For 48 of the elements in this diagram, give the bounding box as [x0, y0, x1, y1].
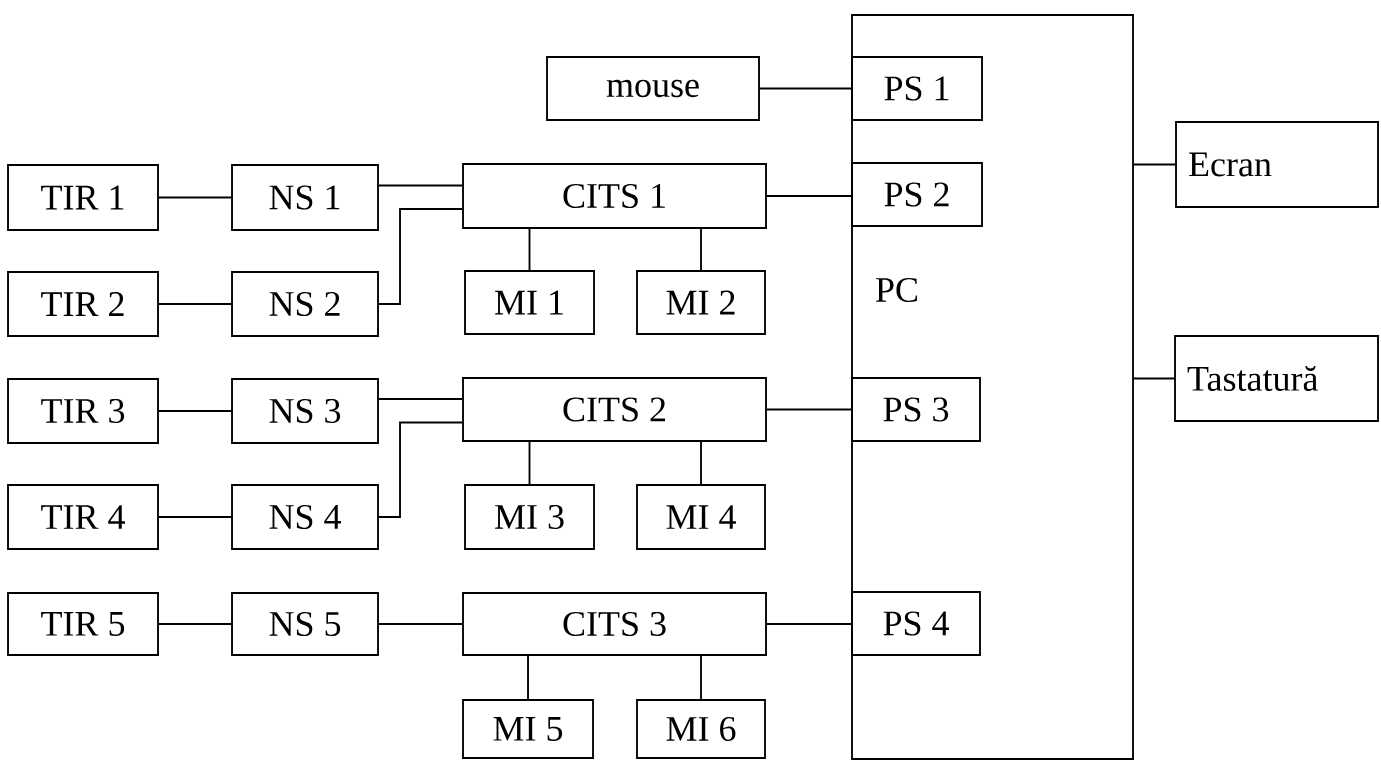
connector-line — [759, 87, 852, 90]
component-box: MI 4 — [636, 484, 766, 550]
component-box: TIR 1 — [7, 164, 159, 231]
device-box: Tastatură — [1174, 335, 1379, 422]
connector-line — [528, 228, 531, 271]
connector-line — [158, 196, 232, 199]
component-box: PS 2 — [851, 162, 983, 227]
connector-line — [158, 410, 232, 412]
connector-line — [158, 516, 232, 518]
device-box: Ecran — [1175, 121, 1379, 208]
connector-line — [378, 623, 463, 625]
connector-line — [378, 208, 463, 305]
connector-line — [700, 441, 702, 485]
component-box: NS 4 — [231, 484, 379, 550]
component-box: NS 5 — [231, 592, 379, 656]
connector-line — [766, 195, 852, 197]
component-box: PS 4 — [851, 591, 981, 656]
connector-line — [700, 655, 702, 700]
component-box: TIR 4 — [7, 484, 159, 550]
connector-line — [378, 421, 463, 518]
component-box: TIR 5 — [7, 592, 159, 656]
component-box: PS 1 — [851, 56, 983, 121]
component-box: mouse — [546, 56, 760, 121]
connector-line — [766, 623, 852, 625]
component-box: CITS 3 — [462, 592, 767, 656]
connector-line — [158, 303, 232, 305]
connector-line — [378, 184, 463, 187]
connector-line — [700, 228, 702, 271]
connector-line — [766, 408, 852, 411]
connector-line — [1133, 377, 1175, 380]
component-box: TIR 2 — [7, 271, 159, 337]
connector-line — [527, 655, 529, 700]
connector-line — [378, 398, 463, 400]
component-box: MI 1 — [464, 270, 595, 335]
component-box: MI 6 — [636, 699, 766, 759]
component-box: PS 3 — [851, 377, 981, 442]
connector-line — [528, 441, 531, 485]
component-box: NS 3 — [231, 378, 379, 444]
component-box: TIR 3 — [7, 378, 159, 444]
component-box: NS 2 — [231, 271, 379, 337]
component-box: CITS 1 — [462, 163, 767, 229]
component-box: MI 5 — [462, 699, 594, 759]
component-box: CITS 2 — [462, 377, 767, 442]
component-box: NS 1 — [231, 164, 379, 231]
connector-line — [1133, 163, 1176, 166]
component-box: MI 2 — [636, 270, 766, 335]
component-box: MI 3 — [464, 484, 595, 550]
connector-line — [158, 623, 232, 625]
